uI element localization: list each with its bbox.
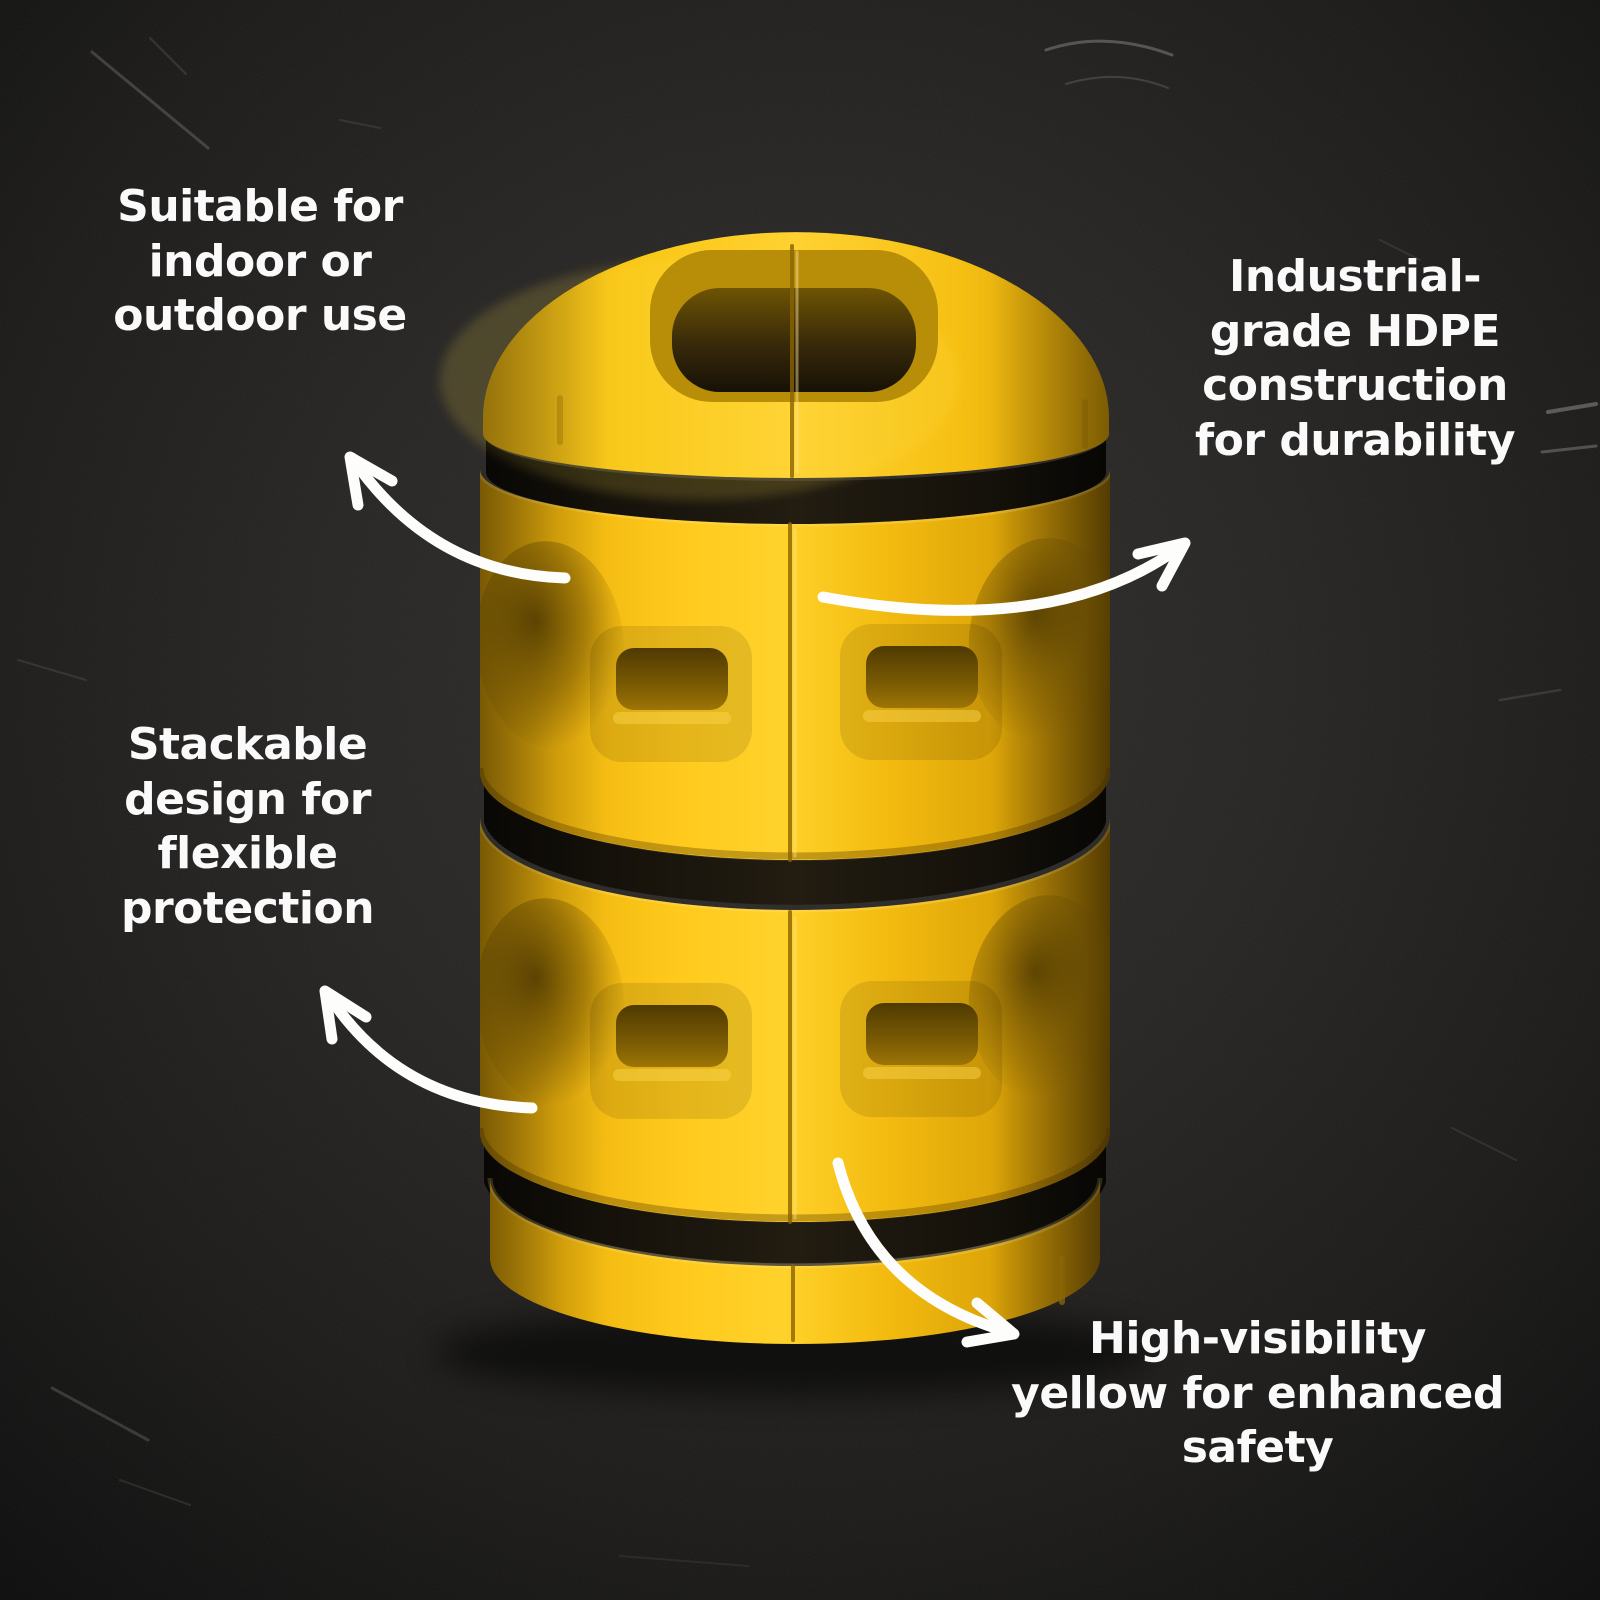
gap-band-bottom [484, 1140, 1106, 1263]
arrow-bottom-right [832, 1157, 1020, 1348]
callout-line: High-visibility [1089, 1313, 1426, 1364]
product-ground-shadow [435, 1308, 1155, 1396]
callout-line: Industrial- [1228, 251, 1482, 302]
callout-line: yellow for enhanced [1011, 1367, 1504, 1419]
arrow-top-left [344, 451, 571, 584]
callout-line: protection [120, 882, 375, 934]
callout-line: outdoor use [113, 290, 407, 342]
callout-visibility: High-visibility yellow for enhanced safe… [965, 1312, 1550, 1476]
callout-suitability: Suitable for indoor or outdoor use [30, 180, 490, 344]
callout-stackable: Stackable design for flexible protection [35, 718, 460, 936]
callout-line: safety [1181, 1422, 1334, 1474]
callout-line: grade HDPE [1209, 305, 1501, 357]
half-shell-seams [788, 244, 799, 1342]
callout-line: Suitable for [117, 181, 403, 232]
gap-band-top [486, 436, 1106, 524]
callout-line: Stackable [127, 719, 368, 770]
callout-material: Industrial- grade HDPE construction for … [1140, 250, 1570, 468]
callout-line: for durability [1194, 414, 1516, 466]
arrow-mid-left [319, 985, 538, 1114]
product-side-shading [480, 232, 1110, 1344]
column-protector [440, 232, 1110, 1344]
gap-band-middle [484, 780, 1106, 905]
chalk-scratches [17, 37, 1598, 1567]
arrow-top-right [817, 537, 1191, 616]
callout-line: flexible [157, 828, 338, 880]
callout-line: indoor or [148, 235, 372, 287]
callout-line: design for [124, 773, 371, 825]
callout-line: construction [1202, 360, 1508, 412]
